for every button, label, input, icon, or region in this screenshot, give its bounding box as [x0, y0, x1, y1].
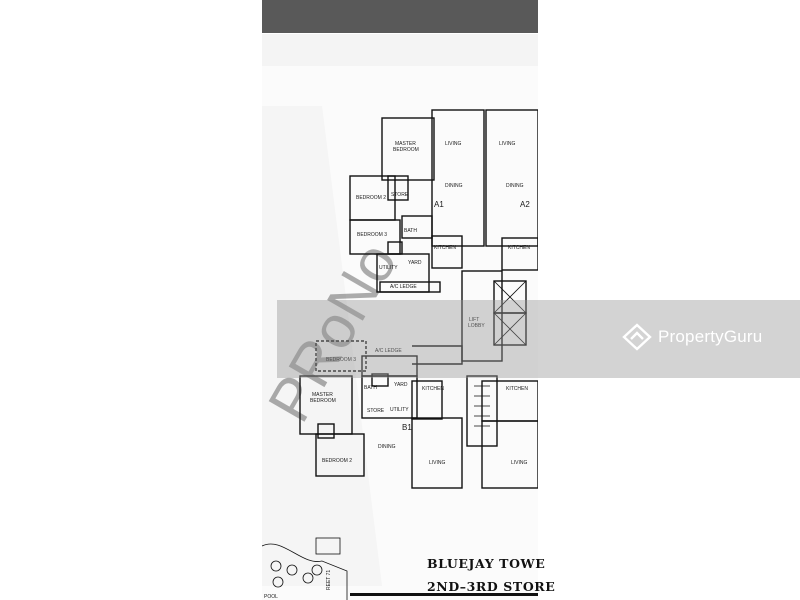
svg-text:REET 71: REET 71	[326, 570, 332, 590]
title-underline	[350, 593, 538, 596]
svg-text:DINING: DINING	[506, 183, 524, 189]
svg-text:A2: A2	[520, 200, 530, 209]
svg-text:B1: B1	[402, 423, 412, 432]
svg-text:BEDROOM 3: BEDROOM 3	[357, 232, 387, 238]
svg-text:POOL: POOL	[264, 594, 278, 600]
viewer-top-bar	[262, 0, 538, 33]
svg-text:A/C LEDGE: A/C LEDGE	[375, 348, 402, 354]
propertyguru-house-icon	[622, 323, 652, 351]
svg-text:UTILITY: UTILITY	[379, 265, 398, 271]
viewer-right-blank-area	[538, 0, 800, 600]
floor-plan-drawing: MASTER BEDROOM LIVING LIVING DINING DINI…	[262, 106, 538, 600]
svg-text:DINING: DINING	[445, 183, 463, 189]
svg-text:BEDROOM 2: BEDROOM 2	[322, 458, 352, 464]
svg-text:LIFT: LIFT	[469, 317, 479, 323]
svg-text:MASTER: MASTER	[312, 392, 333, 398]
svg-text:YARD: YARD	[394, 382, 408, 388]
svg-text:DINING: DINING	[378, 444, 396, 450]
svg-text:BEDROOM 2: BEDROOM 2	[356, 195, 386, 201]
svg-text:BATH: BATH	[364, 385, 377, 391]
svg-text:BEDROOM: BEDROOM	[310, 398, 336, 404]
svg-text:LOBBY: LOBBY	[468, 323, 485, 329]
plan-title: BLUEJAY TOWE	[427, 556, 546, 571]
svg-text:UTILITY: UTILITY	[390, 407, 409, 413]
watermark-logo: PropertyGuru	[622, 323, 762, 351]
svg-text:STORE: STORE	[367, 408, 385, 414]
svg-text:A/C LEDGE: A/C LEDGE	[390, 284, 417, 290]
svg-text:BEDROOM: BEDROOM	[393, 147, 419, 153]
watermark-band	[277, 300, 800, 378]
svg-text:KITCHEN: KITCHEN	[434, 245, 456, 251]
svg-text:LIVING: LIVING	[511, 460, 528, 466]
svg-text:KITCHEN: KITCHEN	[422, 386, 444, 392]
svg-text:STORE: STORE	[391, 192, 409, 198]
svg-text:BATH: BATH	[404, 228, 417, 234]
svg-text:KITCHEN: KITCHEN	[508, 245, 530, 251]
floor-plan-image: MASTER BEDROOM LIVING LIVING DINING DINI…	[262, 66, 538, 600]
watermark-brand-text: PropertyGuru	[658, 327, 763, 346]
svg-text:LIVING: LIVING	[429, 460, 446, 466]
svg-text:MASTER: MASTER	[395, 141, 416, 147]
viewer-header-band	[262, 34, 538, 66]
svg-text:A1: A1	[434, 200, 444, 209]
svg-text:YARD: YARD	[408, 260, 422, 266]
plan-subtitle: 2ND–3RD STORE	[427, 579, 556, 594]
svg-text:LIVING: LIVING	[499, 141, 516, 147]
svg-text:BEDROOM 3: BEDROOM 3	[326, 357, 356, 363]
svg-text:LIVING: LIVING	[445, 141, 462, 147]
svg-text:KITCHEN: KITCHEN	[506, 386, 528, 392]
